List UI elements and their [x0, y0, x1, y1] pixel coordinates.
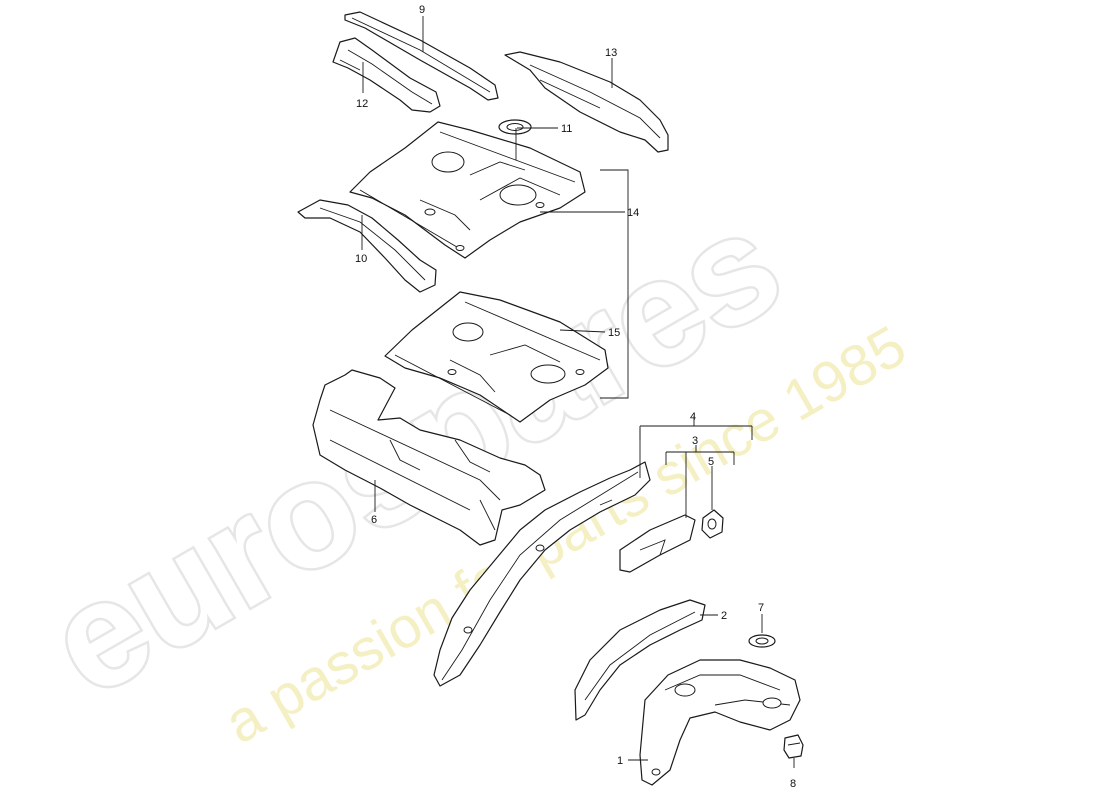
- part-10-side-member: [297, 199, 437, 293]
- part-14-floor-panel: [349, 121, 586, 259]
- part-13-crossmember: [504, 51, 669, 153]
- callout-10: 10: [355, 253, 367, 265]
- part-11-grommet: [498, 119, 532, 135]
- part-4-side-member: [433, 461, 651, 687]
- part-5-nut: [701, 509, 724, 539]
- part-15-floor-assembly: [384, 291, 609, 423]
- callout-13: 13: [605, 47, 617, 59]
- leader-lines: [361, 16, 795, 768]
- callout-6: 6: [371, 514, 377, 526]
- callout-9: 9: [419, 4, 425, 16]
- part-1-wheelhouse: [639, 659, 801, 786]
- callout-2: 2: [721, 610, 727, 622]
- callout-14: 14: [627, 207, 639, 219]
- callout-5: 5: [708, 456, 714, 468]
- callout-8: 8: [790, 778, 796, 790]
- part-12-bracket: [332, 37, 441, 113]
- part-3-reinforcement: [619, 514, 696, 573]
- callout-labels: 9 12 13 11 14 10 15 6 4 3 5 2 7 1 8: [355, 4, 796, 790]
- callout-3: 3: [692, 435, 698, 447]
- part-8-clip: [783, 734, 804, 759]
- callout-7: 7: [758, 602, 764, 614]
- callout-12: 12: [356, 98, 368, 110]
- part-6-tunnel: [312, 369, 546, 546]
- part-9-rail: [344, 11, 499, 101]
- callout-1: 1: [617, 755, 623, 767]
- callout-4: 4: [690, 411, 696, 423]
- callout-11: 11: [561, 123, 572, 135]
- callout-15: 15: [608, 327, 620, 339]
- part-7-grommet: [748, 634, 776, 648]
- part-2-wheel-arch: [574, 599, 706, 721]
